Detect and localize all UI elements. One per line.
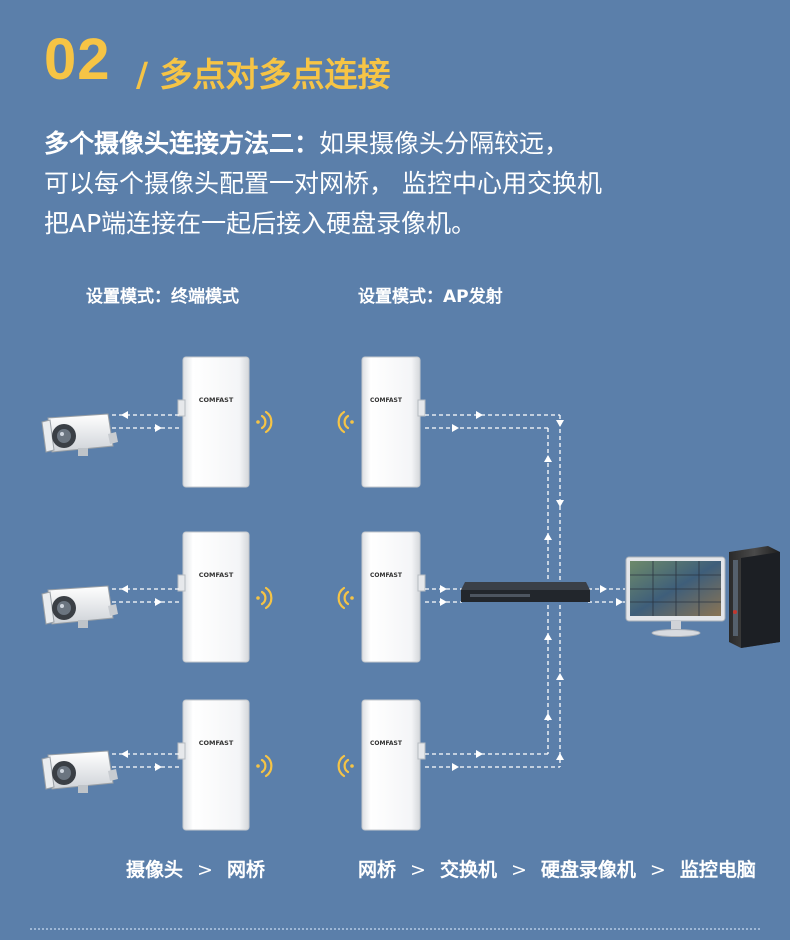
flow-separator: > bbox=[649, 859, 666, 881]
bridge-terminal-device: COMFAST bbox=[177, 356, 250, 488]
wifi-signal-icon bbox=[337, 410, 354, 434]
section-title: / 多点对多点连接 bbox=[136, 55, 391, 94]
flow-separator: > bbox=[197, 859, 213, 881]
bridge-ap-device: COMFAST bbox=[361, 699, 426, 831]
flow-separator: > bbox=[510, 859, 527, 881]
camera-icon bbox=[41, 413, 118, 456]
brand-label: COMFAST bbox=[370, 740, 403, 747]
brand-label: COMFAST bbox=[199, 739, 234, 747]
wifi-signal-icon bbox=[256, 754, 273, 778]
flow-item-nvr: 硬盘录像机 bbox=[540, 859, 636, 881]
bridge-terminal-device: COMFAST bbox=[177, 699, 250, 831]
wifi-signal-icon bbox=[337, 586, 354, 610]
intro-lead: 多个摄像头连接方法二： bbox=[44, 129, 320, 158]
wifi-signal-icon bbox=[256, 410, 273, 434]
camera-icon bbox=[41, 750, 118, 793]
bridge-terminal-device: COMFAST bbox=[177, 531, 250, 663]
flow-item-pc: 监控电脑 bbox=[679, 859, 756, 881]
row-3: COMFAST COMFAST bbox=[41, 699, 426, 831]
brand-label: COMFAST bbox=[199, 571, 234, 579]
intro-line-2: 可以每个摄像头配置一对网桥， 监控中心用交换机 bbox=[44, 169, 602, 198]
monitor-icon bbox=[625, 556, 726, 637]
bridge-ap-device: COMFAST bbox=[361, 356, 426, 488]
switch-device bbox=[461, 582, 590, 602]
connection-lines bbox=[112, 414, 625, 768]
bottom-divider bbox=[30, 928, 760, 930]
intro-text: 多个摄像头连接方法二：如果摄像头分隔较远， 可以每个摄像头配置一对网桥， 监控中… bbox=[44, 124, 764, 244]
wifi-signal-icon bbox=[337, 754, 354, 778]
section-number: 02 bbox=[44, 27, 111, 92]
flow-item-switch: 交换机 bbox=[439, 859, 497, 881]
mode-label-ap: 设置模式：AP发射 bbox=[358, 287, 503, 307]
intro-line-1-rest: 如果摄像头分隔较远， bbox=[319, 129, 570, 158]
flow-item-camera: 摄像头 bbox=[126, 859, 184, 881]
row-2: COMFAST COMFAST bbox=[41, 531, 426, 663]
camera-icon bbox=[41, 585, 118, 628]
flow-item-bridge: 网桥 bbox=[358, 859, 397, 881]
brand-label: COMFAST bbox=[199, 396, 234, 404]
mode-label-terminal: 设置模式：终端模式 bbox=[86, 287, 239, 307]
flow-caption-right: 网桥 > 交换机 > 硬盘录像机 > 监控电脑 bbox=[358, 855, 756, 882]
flow-separator: > bbox=[410, 859, 426, 881]
brand-label: COMFAST bbox=[370, 572, 403, 579]
row-1: COMFAST COMFAST bbox=[41, 356, 426, 488]
flow-item-bridge: 网桥 bbox=[226, 859, 265, 881]
intro-line-1: 多个摄像头连接方法二：如果摄像头分隔较远， bbox=[44, 124, 764, 164]
pc-tower-icon bbox=[729, 546, 780, 648]
bridge-ap-device: COMFAST bbox=[361, 531, 426, 663]
wifi-signal-icon bbox=[256, 586, 273, 610]
intro-line-3: 把AP端连接在一起后接入硬盘录像机。 bbox=[44, 209, 477, 238]
flow-arrows bbox=[121, 411, 623, 771]
flow-caption-left: 摄像头 > 网桥 bbox=[126, 855, 265, 882]
brand-label: COMFAST bbox=[370, 397, 403, 404]
